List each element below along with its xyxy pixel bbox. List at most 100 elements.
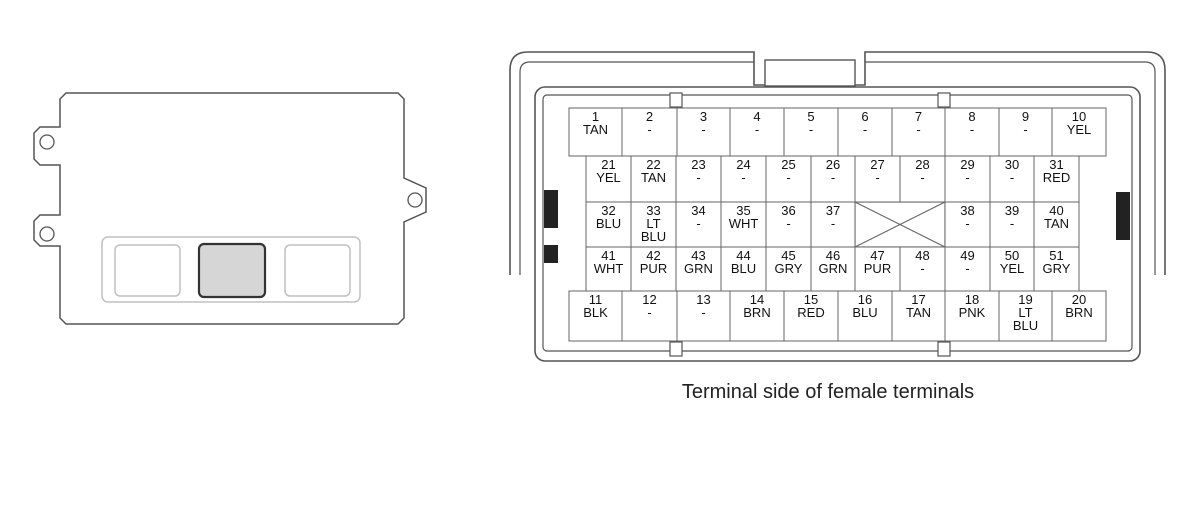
terminal-number: 47 xyxy=(870,248,884,263)
wire-color-label: - xyxy=(970,122,974,137)
wire-color-label: - xyxy=(696,216,700,231)
mount-hole-upper xyxy=(39,134,55,150)
wire-color-label: - xyxy=(831,170,835,185)
terminal-cell xyxy=(837,107,893,157)
polarity-tab-left-small xyxy=(544,245,558,263)
terminal-cell xyxy=(568,290,623,342)
wire-color-label: - xyxy=(1010,216,1014,231)
terminal-number: 49 xyxy=(960,248,974,263)
wire-color-label: WHT xyxy=(594,261,624,276)
wire-color-label: - xyxy=(809,122,813,137)
wire-color-label: - xyxy=(1023,122,1027,137)
wire-color-label: TAN xyxy=(583,122,608,137)
mount-hole-lower xyxy=(39,226,55,242)
key-notch-top-left xyxy=(669,92,683,108)
terminal-number: 12 xyxy=(642,292,656,307)
terminal-cell xyxy=(944,155,991,203)
wire-color-label: - xyxy=(786,216,790,231)
terminal-number: 13 xyxy=(696,292,710,307)
wire-color-label: TAN xyxy=(906,305,931,320)
key-notch-top-right xyxy=(937,92,951,108)
terminal-cell xyxy=(630,201,677,248)
terminal-number: 5 xyxy=(807,109,814,124)
wire-color-label: TAN xyxy=(641,170,666,185)
terminal-number: 30 xyxy=(1005,157,1019,172)
terminal-cell xyxy=(944,290,1000,342)
terminal-number: 40 xyxy=(1049,203,1063,218)
wire-color-label: BRN xyxy=(1065,305,1092,320)
terminal-cell xyxy=(944,107,1000,157)
terminal-number: 22 xyxy=(646,157,660,172)
connector-face: 1TAN2-3-4-5-6-7-8-9-10YEL21YEL22TAN23-24… xyxy=(509,51,1166,362)
terminal-pin-48: 48- xyxy=(899,246,946,292)
mount-hole-right xyxy=(407,192,423,208)
terminal-pin-30: 30- xyxy=(989,155,1035,203)
terminal-pin-9: 9- xyxy=(998,107,1053,157)
wire-color-label: - xyxy=(965,170,969,185)
terminal-number: 2 xyxy=(646,109,653,124)
wire-color-label: PNK xyxy=(959,305,986,320)
terminal-pin-8: 8- xyxy=(944,107,1000,157)
terminal-cell xyxy=(1033,201,1080,248)
terminal-number: 27 xyxy=(870,157,884,172)
wire-color-label: - xyxy=(755,122,759,137)
wire-color-label: GRY xyxy=(775,261,803,276)
terminal-number: 35 xyxy=(736,203,750,218)
wire-color-label: - xyxy=(647,122,651,137)
terminal-number: 32 xyxy=(601,203,615,218)
wire-color-label: RED xyxy=(797,305,824,320)
wire-color-label: YEL xyxy=(1000,261,1025,276)
terminal-pin-3: 3- xyxy=(676,107,731,157)
terminal-number: 26 xyxy=(826,157,840,172)
connector-slot-left xyxy=(114,244,181,297)
terminal-cell xyxy=(854,246,901,292)
terminal-cell xyxy=(675,201,722,248)
terminal-cell xyxy=(810,155,856,203)
wire-color-label: TAN xyxy=(1044,216,1069,231)
diagram-caption: Terminal side of female terminals xyxy=(681,381,975,403)
terminal-cell xyxy=(989,246,1035,292)
terminal-cell xyxy=(676,107,731,157)
terminal-number: 17 xyxy=(911,292,925,307)
wire-color-label: LT xyxy=(646,216,660,231)
wire-color-label: - xyxy=(741,170,745,185)
terminal-cell xyxy=(1051,107,1107,157)
terminal-number: 38 xyxy=(960,203,974,218)
wire-color-label: - xyxy=(701,305,705,320)
terminal-number: 20 xyxy=(1072,292,1086,307)
wire-color-label: - xyxy=(920,261,924,276)
wire-color-label: BLU xyxy=(641,229,666,244)
terminal-pin-37: 37- xyxy=(810,201,856,248)
terminal-number: 51 xyxy=(1049,248,1063,263)
terminal-number: 43 xyxy=(691,248,705,263)
terminal-number: 41 xyxy=(601,248,615,263)
wire-color-label: PUR xyxy=(864,261,891,276)
wire-color-label: - xyxy=(920,170,924,185)
wire-color-label: - xyxy=(786,170,790,185)
terminal-number: 50 xyxy=(1005,248,1019,263)
terminal-pin-6: 6- xyxy=(837,107,893,157)
terminal-grid: 1TAN2-3-4-5-6-7-8-9-10YEL21YEL22TAN23-24… xyxy=(568,107,1107,342)
terminal-cell xyxy=(810,201,856,248)
terminal-pin-39: 39- xyxy=(989,201,1035,248)
terminal-cell xyxy=(783,107,839,157)
terminal-number: 7 xyxy=(915,109,922,124)
terminal-number: 24 xyxy=(736,157,750,172)
terminal-number: 48 xyxy=(915,248,929,263)
terminal-pin-27: 27- xyxy=(854,155,901,203)
terminal-number: 25 xyxy=(781,157,795,172)
blocked-cavity-cross-b xyxy=(854,201,946,248)
